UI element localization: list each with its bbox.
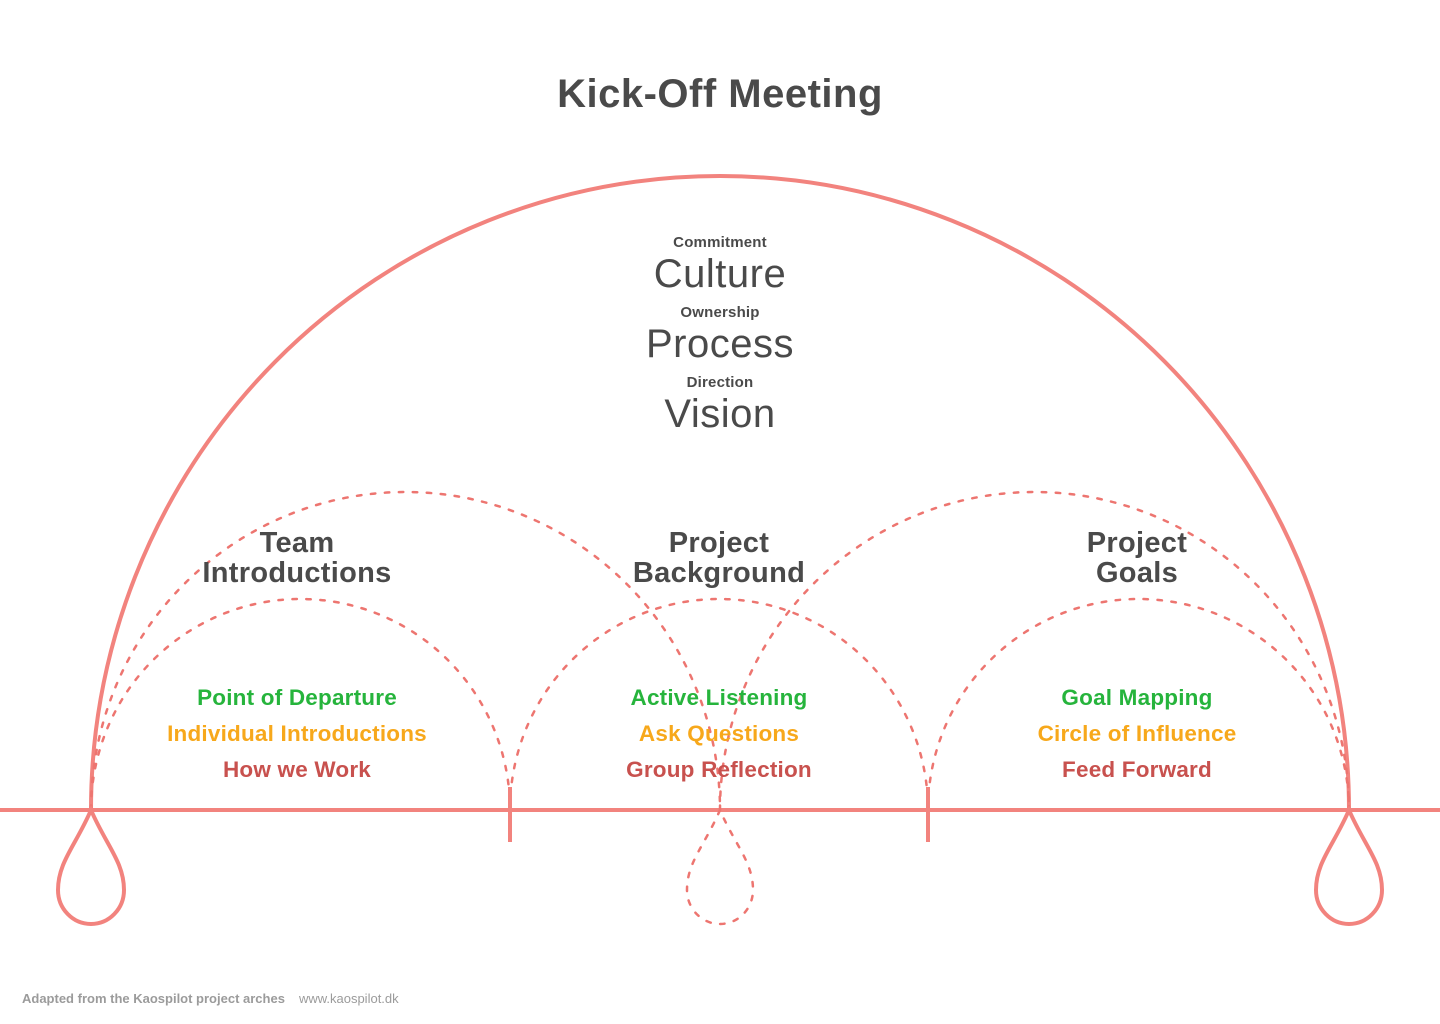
arch-label-large: Culture — [653, 252, 787, 296]
teardrop-loop-right — [1313, 804, 1385, 926]
list-item: How we Work — [222, 757, 372, 782]
section-heading-project-goals: Project Goals — [937, 528, 1337, 588]
list-item: Ask Questions — [638, 721, 800, 746]
credit-text: Adapted from the Kaospilot project arche… — [22, 991, 285, 1006]
teardrop-loop-left — [55, 804, 127, 926]
phase-arch-right — [926, 597, 1351, 812]
credit-url: www.kaospilot.dk — [298, 991, 399, 1006]
arch-label-small: Commitment — [673, 234, 767, 251]
heading-line: Team — [259, 527, 335, 559]
teardrop-loop-center-dashed — [685, 806, 755, 926]
mid-arch-left — [89, 490, 722, 812]
list-item: Group Reflection — [626, 757, 812, 782]
section-items-project-background: Active Listening Ask Questions Group Ref… — [519, 680, 919, 788]
list-item: Point of Departure — [197, 685, 397, 710]
arch-label-large: Vision — [664, 392, 776, 436]
section-items-team-introductions: Point of Departure Individual Introducti… — [97, 680, 497, 788]
heading-line: Background — [632, 557, 806, 589]
section-heading-project-background: Project Background — [519, 528, 919, 588]
heading-line: Project — [1086, 527, 1188, 559]
arch-label-large: Process — [646, 322, 794, 366]
mid-arch-right — [718, 490, 1351, 812]
page-title: Kick-Off Meeting — [557, 72, 883, 116]
section-items-project-goals: Goal Mapping Circle of Influence Feed Fo… — [937, 680, 1337, 788]
list-item: Goal Mapping — [1061, 685, 1213, 710]
list-item: Feed Forward — [1062, 757, 1212, 782]
arch-label-small: Direction — [686, 374, 754, 391]
heading-line: Goals — [1095, 557, 1179, 589]
phase-arch-center — [508, 597, 930, 812]
footer-credit: Adapted from the Kaospilot project arche… — [22, 991, 399, 1006]
list-item: Individual Introductions — [167, 721, 427, 746]
arch-value-stack: Commitment Culture Ownership Process Dir… — [0, 234, 1440, 444]
section-heading-team-introductions: Team Introductions — [97, 528, 497, 588]
arch-label-small: Ownership — [680, 304, 760, 321]
main-arch — [89, 174, 1351, 811]
list-item: Circle of Influence — [1037, 721, 1237, 746]
phase-arch-left — [89, 597, 512, 812]
list-item: Active Listening — [630, 685, 808, 710]
heading-line: Project — [668, 527, 770, 559]
heading-line: Introductions — [202, 557, 392, 589]
